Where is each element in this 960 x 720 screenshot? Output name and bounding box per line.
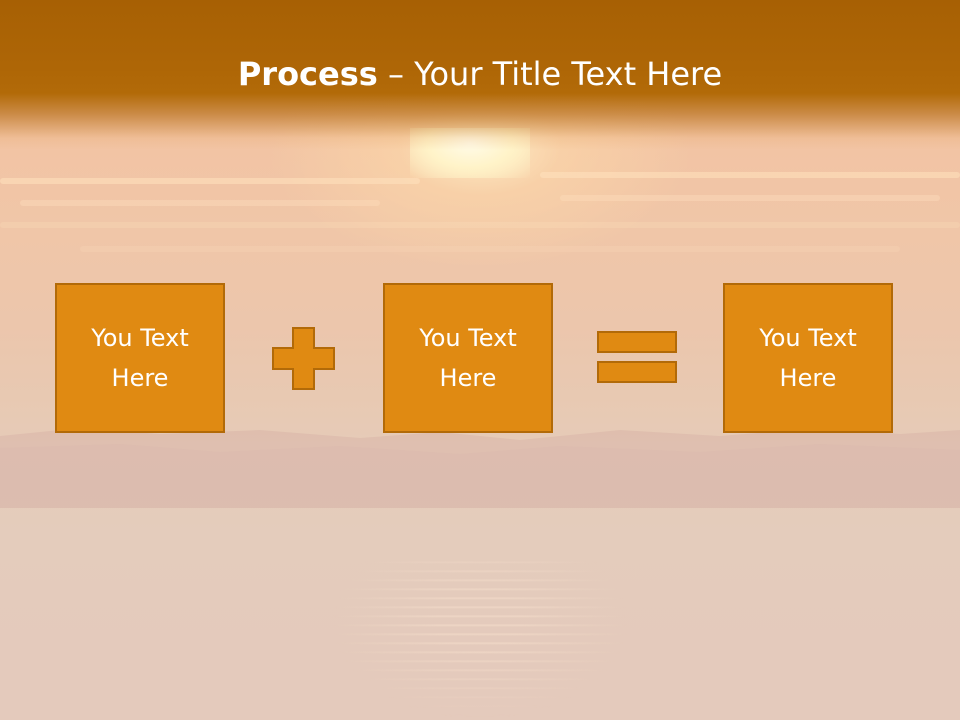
slide-title: Process – Your Title Text Here [0,52,960,96]
process-box-label: You Text Here [91,324,189,392]
cloud-streak [0,222,960,228]
plus-icon [272,327,335,390]
process-box-2[interactable]: You Text Here [383,283,553,433]
process-box-label: You Text Here [419,324,517,392]
header-band [0,0,960,150]
cloud-streak [20,200,380,206]
process-box-label: You Text Here [759,324,857,392]
sea [0,540,960,720]
cloud-streak [80,246,900,252]
process-box-3[interactable]: You Text Here [723,283,893,433]
process-box-1[interactable]: You Text Here [55,283,225,433]
cloud-streak [540,172,960,178]
cloud-streak [560,195,940,201]
sun-reflection [330,555,630,720]
title-rest: – Your Title Text Here [377,55,723,93]
equals-icon [597,331,677,383]
title-bold: Process [237,55,378,93]
mountain-silhouette [0,428,960,508]
cloud-streak [0,178,420,184]
